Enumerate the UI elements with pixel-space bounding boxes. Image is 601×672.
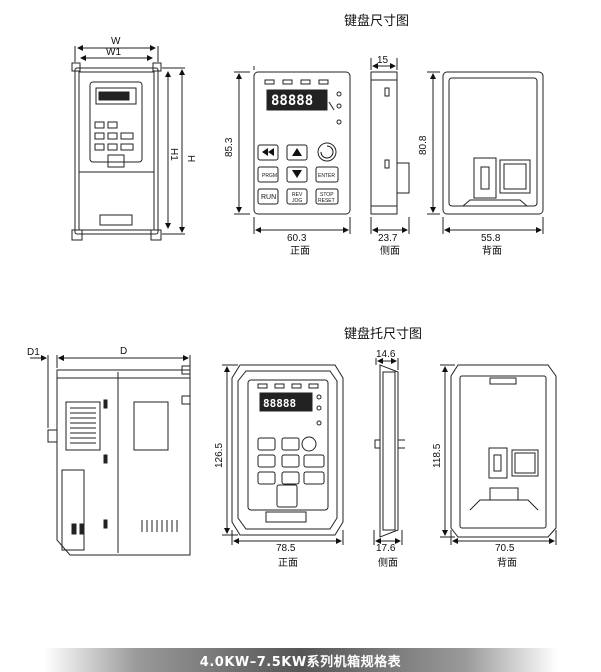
keypad-back-width: 55.8 bbox=[481, 233, 501, 244]
keypad-back-height: 80.8 bbox=[418, 135, 429, 155]
keypad-back-view bbox=[427, 71, 544, 234]
key-stop: STOP bbox=[320, 192, 334, 198]
label-h: H bbox=[185, 155, 196, 162]
keypad-front-height: 85.3 bbox=[224, 137, 235, 157]
label-w: W bbox=[111, 36, 121, 47]
keypad-side-depth: 15 bbox=[377, 55, 389, 66]
footer-banner bbox=[44, 648, 558, 672]
keypad-side-width: 23.7 bbox=[378, 233, 398, 244]
tray-back-caption: 背面 bbox=[497, 556, 517, 569]
enclosure-front-view bbox=[71, 45, 185, 241]
key-rev: REV bbox=[292, 192, 303, 198]
keypad-side-view bbox=[370, 58, 410, 234]
arrow-up-icon bbox=[292, 148, 302, 156]
tray-section-title: 键盘托尺寸图 bbox=[344, 326, 422, 342]
keypad-front-view bbox=[234, 66, 351, 234]
keypad-front-width: 60.3 bbox=[287, 233, 307, 244]
label-d: D bbox=[120, 346, 127, 357]
arrow-down-icon bbox=[292, 170, 302, 178]
label-d1: D1 bbox=[27, 347, 40, 358]
tray-side-depth: 14.6 bbox=[376, 349, 396, 360]
tray-side-width: 17.6 bbox=[376, 543, 396, 554]
tray-front-height: 126.5 bbox=[214, 443, 225, 468]
vent-grille bbox=[70, 407, 178, 532]
tray-back-width: 70.5 bbox=[495, 543, 515, 554]
key-reset: RESET bbox=[318, 198, 335, 204]
enclosure-side-view bbox=[30, 355, 191, 556]
tray-side-caption: 侧面 bbox=[378, 556, 398, 569]
tray-front-view bbox=[222, 364, 344, 545]
fast-back-icon bbox=[262, 148, 274, 156]
tray-led-display: 88888 bbox=[263, 397, 296, 410]
knob-icon bbox=[320, 145, 334, 159]
tray-back-height: 118.5 bbox=[432, 443, 443, 468]
key-prgm: PRGM bbox=[262, 173, 277, 179]
keypad-led-display: 88888 bbox=[271, 93, 313, 109]
label-w1: W1 bbox=[106, 47, 121, 58]
tray-front-width: 78.5 bbox=[276, 543, 296, 554]
keypad-back-caption: 背面 bbox=[482, 244, 502, 257]
keypad-front-caption: 正面 bbox=[290, 246, 310, 257]
footer-title: 4.0KW–7.5KW系列机箱规格表 bbox=[199, 655, 402, 670]
tray-front-caption: 正面 bbox=[278, 558, 298, 569]
keypad-section-title: 键盘尺寸图 bbox=[344, 13, 409, 29]
label-h1: H1 bbox=[168, 148, 179, 161]
key-jog: JOG bbox=[292, 198, 302, 204]
key-run: RUN bbox=[261, 194, 276, 201]
tray-side-view bbox=[373, 358, 405, 545]
key-enter: ENTER bbox=[318, 173, 335, 179]
tray-back-view bbox=[440, 364, 557, 545]
keypad-side-caption: 侧面 bbox=[380, 244, 400, 257]
